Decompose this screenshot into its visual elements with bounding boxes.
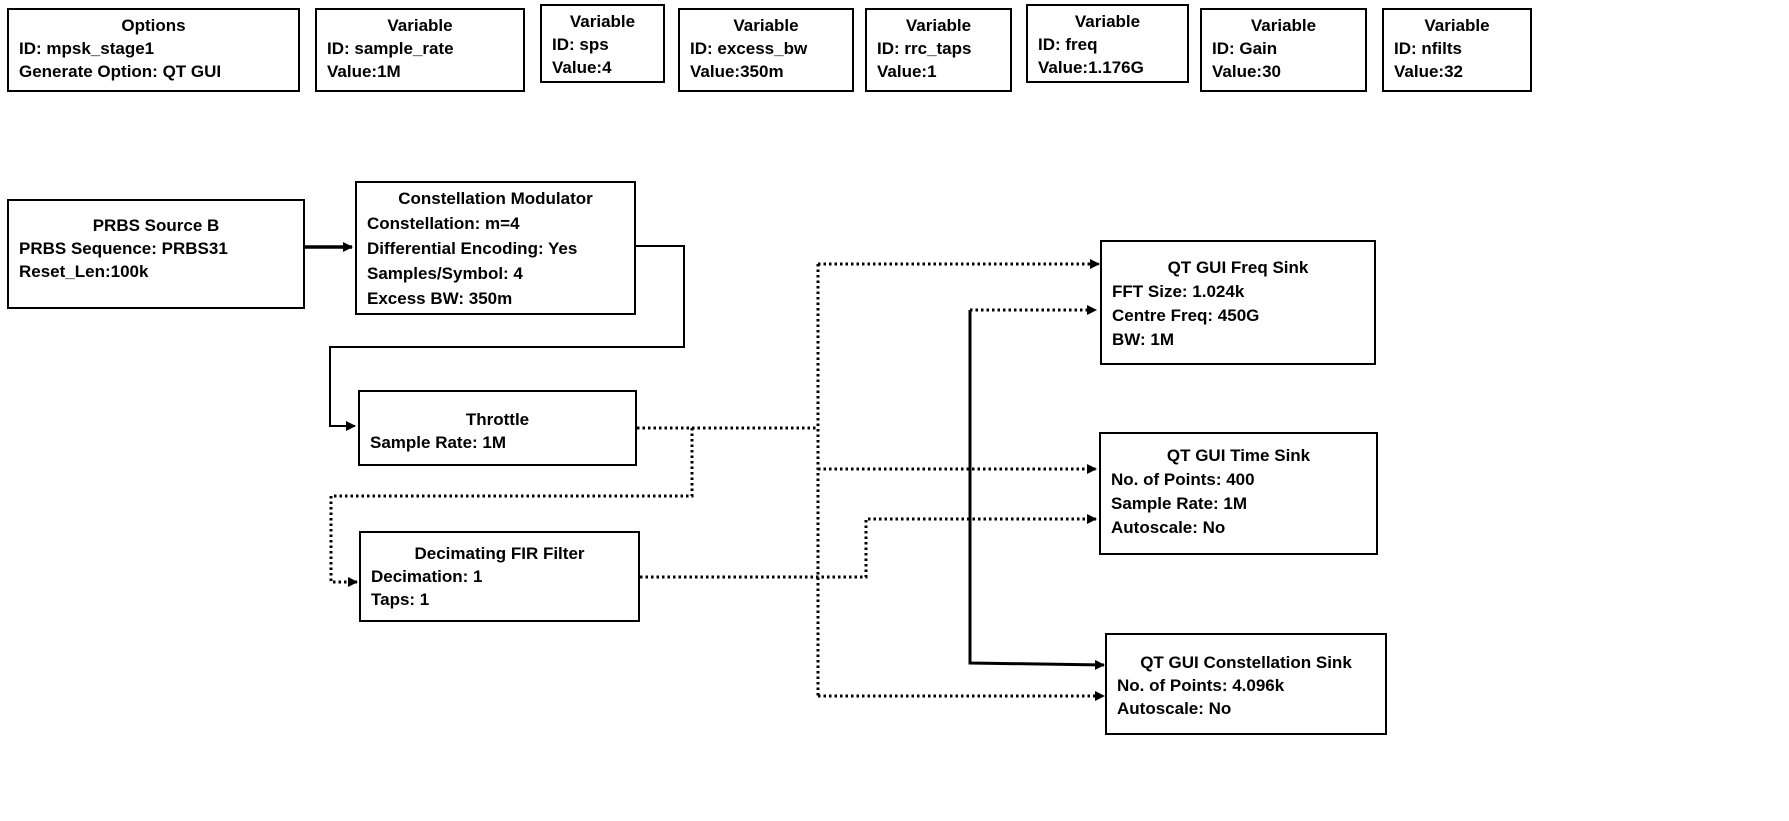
block-param: Differential Encoding: Yes xyxy=(367,239,578,258)
variable-block-excess-bw[interactable]: Variable ID: excess_bw Value:350m xyxy=(678,8,854,92)
block-title: Variable xyxy=(1424,16,1490,35)
wire-modulator-to-throttle xyxy=(329,245,685,431)
prbs-source-block[interactable]: PRBS Source B PRBS Sequence: PRBS31 Rese… xyxy=(7,199,305,309)
block-title: Variable xyxy=(733,16,799,35)
throttle-block[interactable]: Throttle Sample Rate: 1M xyxy=(358,390,637,466)
block-param: Generate Option: QT GUI xyxy=(19,62,222,81)
qt-gui-time-sink-block[interactable]: QT GUI Time Sink No. of Points: 400 Samp… xyxy=(1099,432,1378,555)
block-title: Decimating FIR Filter xyxy=(414,544,585,563)
block-param: Value:32 xyxy=(1394,62,1463,81)
block-param: Value:1M xyxy=(327,62,401,81)
block-param: Value:350m xyxy=(690,62,784,81)
variable-block-gain[interactable]: Variable ID: Gain Value:30 xyxy=(1200,8,1367,92)
block-param: Value:30 xyxy=(1212,62,1281,81)
qt-gui-constellation-sink-block[interactable]: QT GUI Constellation Sink No. of Points:… xyxy=(1105,633,1387,735)
qt-gui-freq-sink-block[interactable]: QT GUI Freq Sink FFT Size: 1.024k Centre… xyxy=(1100,240,1376,365)
variable-block-freq[interactable]: Variable ID: freq Value:1.176G xyxy=(1026,4,1189,83)
wire-to-constellation-sink xyxy=(968,310,1105,670)
block-param: Value:4 xyxy=(552,58,612,77)
block-param: Constellation: m=4 xyxy=(367,214,520,233)
block-param: No. of Points: 4.096k xyxy=(1117,676,1285,695)
block-param: Autoscale: No xyxy=(1117,699,1232,718)
block-param: Decimation: 1 xyxy=(371,567,483,586)
variable-block-sample-rate[interactable]: Variable ID: sample_rate Value:1M xyxy=(315,8,525,92)
block-param: PRBS Sequence: PRBS31 xyxy=(19,239,228,258)
block-title: PRBS Source B xyxy=(92,216,220,235)
block-title: Options xyxy=(121,16,186,35)
block-title: Constellation Modulator xyxy=(398,189,593,208)
block-param: No. of Points: 400 xyxy=(1111,470,1255,489)
variable-block-rrc-taps[interactable]: Variable ID: rrc_taps Value:1 xyxy=(865,8,1012,92)
block-title: QT GUI Constellation Sink xyxy=(1140,653,1352,672)
block-param: ID: Gain xyxy=(1212,39,1278,58)
block-param: Sample Rate: 1M xyxy=(370,433,507,452)
block-title: Variable xyxy=(1074,12,1141,31)
wire-fir-to-split xyxy=(640,514,1097,579)
block-param: ID: freq xyxy=(1038,35,1098,54)
block-title: QT GUI Time Sink xyxy=(1166,446,1311,465)
block-param: Taps: 1 xyxy=(371,590,430,609)
constellation-modulator-block[interactable]: Constellation Modulator Constellation: m… xyxy=(355,181,636,315)
block-param: ID: sps xyxy=(552,35,609,54)
block-param: ID: nfilts xyxy=(1394,39,1462,58)
block-title: Variable xyxy=(387,16,453,35)
wire-throttle-to-fir xyxy=(329,428,694,587)
block-param: Value:1 xyxy=(877,62,937,81)
block-param: ID: sample_rate xyxy=(327,39,454,58)
block-param: ID: rrc_taps xyxy=(877,39,972,58)
block-param: ID: mpsk_stage1 xyxy=(19,39,155,58)
block-param: BW: 1M xyxy=(1112,330,1175,349)
block-param: FFT Size: 1.024k xyxy=(1112,282,1245,301)
block-param: Centre Freq: 450G xyxy=(1112,306,1260,325)
block-param: Reset_Len:100k xyxy=(19,262,149,281)
block-param: ID: excess_bw xyxy=(690,39,808,58)
block-title: QT GUI Freq Sink xyxy=(1167,258,1309,277)
block-param: Sample Rate: 1M xyxy=(1111,494,1248,513)
block-param: Samples/Symbol: 4 xyxy=(367,264,523,283)
block-title: Throttle xyxy=(465,410,530,429)
block-param: Value:1.176G xyxy=(1038,58,1144,77)
block-title: Variable xyxy=(569,12,636,31)
block-title: Variable xyxy=(905,16,972,35)
variable-block-nfilts[interactable]: Variable ID: nfilts Value:32 xyxy=(1382,8,1532,92)
variable-block-sps[interactable]: Variable ID: sps Value:4 xyxy=(540,4,665,83)
decimating-fir-filter-block[interactable]: Decimating FIR Filter Decimation: 1 Taps… xyxy=(359,531,640,622)
block-title: Variable xyxy=(1250,16,1317,35)
block-param: Excess BW: 350m xyxy=(367,289,513,308)
block-param: Autoscale: No xyxy=(1111,518,1226,537)
options-block[interactable]: Options ID: mpsk_stage1 Generate Option:… xyxy=(7,8,300,92)
